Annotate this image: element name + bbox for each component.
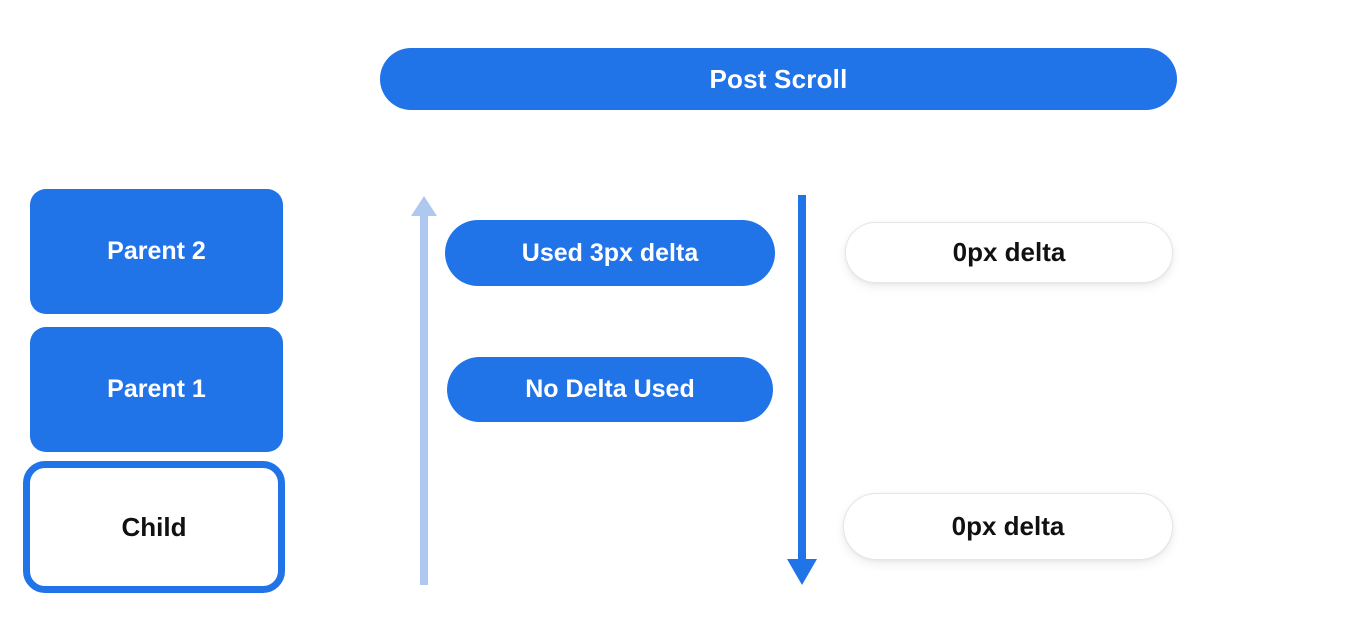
down-arrow-shaft (798, 195, 806, 563)
parent2-box: Parent 2 (30, 189, 283, 314)
downward-scroll-arrow-icon (786, 195, 818, 585)
no-delta-pill: No Delta Used (447, 357, 773, 422)
upward-scroll-arrow-icon (408, 196, 440, 586)
down-arrowhead (787, 559, 817, 585)
zero-delta-bottom-pill: 0px delta (843, 493, 1173, 560)
post-scroll-banner: Post Scroll (380, 48, 1177, 110)
zero-delta-top-pill: 0px delta (845, 222, 1173, 283)
used-delta-pill: Used 3px delta (445, 220, 775, 286)
child-box: Child (23, 461, 285, 593)
up-arrow-shaft (420, 210, 428, 585)
parent1-box: Parent 1 (30, 327, 283, 452)
up-arrowhead (411, 196, 437, 216)
